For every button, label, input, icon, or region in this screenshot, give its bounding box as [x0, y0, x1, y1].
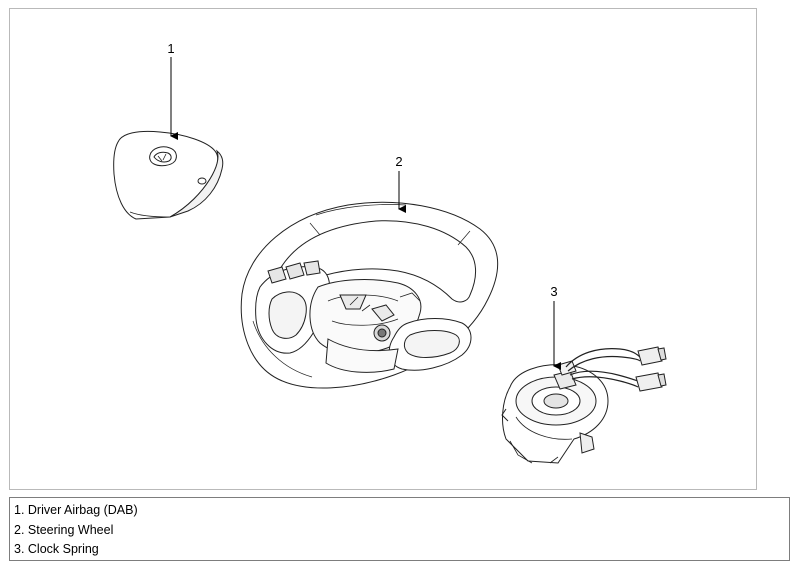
legend-box: 1. Driver Airbag (DAB) 2. Steering Wheel… — [9, 497, 790, 561]
steering-wheel-illustration — [240, 201, 499, 389]
exploded-diagram: 1 2 3 — [113, 41, 667, 464]
callout-leaders — [170, 57, 561, 370]
figure-frame: 1 2 3 — [9, 8, 757, 490]
callout-1-number: 1 — [167, 41, 174, 56]
legend-item-steering-wheel: 2. Steering Wheel — [14, 522, 114, 537]
driver-airbag-illustration — [113, 130, 224, 220]
legend-item-driver-airbag: 1. Driver Airbag (DAB) — [14, 503, 138, 517]
callout-3-number: 3 — [550, 284, 557, 299]
callout-2-number: 2 — [395, 154, 402, 169]
clock-spring-illustration — [501, 346, 667, 464]
legend-item-clock-spring: 3. Clock Spring — [14, 542, 99, 556]
